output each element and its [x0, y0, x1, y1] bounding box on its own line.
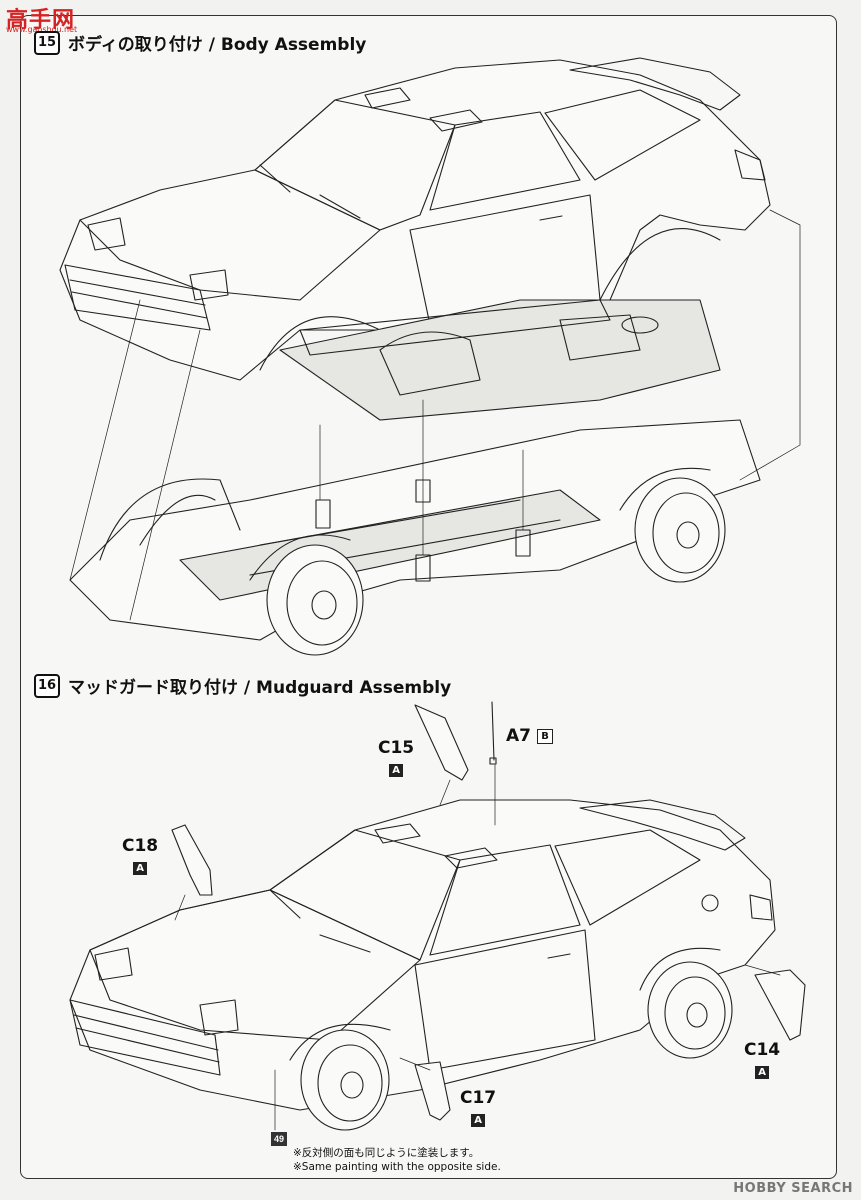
mudguard-c14 — [754, 969, 806, 1041]
step-15-title: 15 ボディの取り付け / Body Assembly — [34, 30, 366, 55]
part-c15-label: C15 A — [378, 738, 414, 778]
part-c17-code: C17 — [460, 1088, 497, 1108]
site-logo: 高手网 www.gaoshou.net — [0, 0, 80, 34]
car-assembled — [69, 799, 776, 1131]
mudguard-c18 — [171, 824, 213, 896]
logo-url: www.gaoshou.net — [6, 25, 78, 34]
paint-code-badge: 49 — [271, 1132, 287, 1146]
painting-note-en: ※Same painting with the opposite side. — [293, 1161, 501, 1173]
step-16-label: マッドガード取り付け / Mudguard Assembly — [68, 678, 452, 698]
part-c17-label: C17 A — [460, 1088, 496, 1128]
step-15-label: ボディの取り付け / Body Assembly — [68, 35, 367, 55]
part-a7-label: A7 B — [506, 726, 553, 746]
part-c15-sprue: A — [389, 764, 404, 777]
part-c18-sprue: A — [133, 862, 148, 875]
painting-note-jp: ※反対側の面も同じように塗装します。 — [293, 1147, 480, 1159]
logo-text: 高手网 — [6, 8, 76, 33]
part-c14-sprue: A — [755, 1066, 770, 1079]
part-c14-code: C14 — [744, 1040, 781, 1060]
part-c15-code: C15 — [378, 738, 415, 758]
body-shell — [59, 57, 771, 421]
part-a7-code: A7 — [506, 726, 531, 746]
mudguard-c17 — [414, 1061, 451, 1121]
step-15-number: 15 — [34, 30, 60, 55]
part-c18-code: C18 — [122, 836, 159, 856]
part-c14-label: C14 A — [744, 1040, 780, 1080]
part-c18-label: C18 A — [122, 836, 158, 876]
watermark-hobby-search: HOBBY SEARCH — [733, 1181, 853, 1196]
mudguard-c15 — [414, 704, 469, 781]
step-16-title: 16 マッドガード取り付け / Mudguard Assembly — [34, 673, 451, 698]
mudguards — [171, 701, 806, 1131]
chassis — [69, 209, 801, 656]
step-16-number: 16 — [34, 673, 60, 698]
part-c17-sprue: A — [471, 1114, 486, 1127]
part-a7-sprue: B — [537, 728, 553, 744]
